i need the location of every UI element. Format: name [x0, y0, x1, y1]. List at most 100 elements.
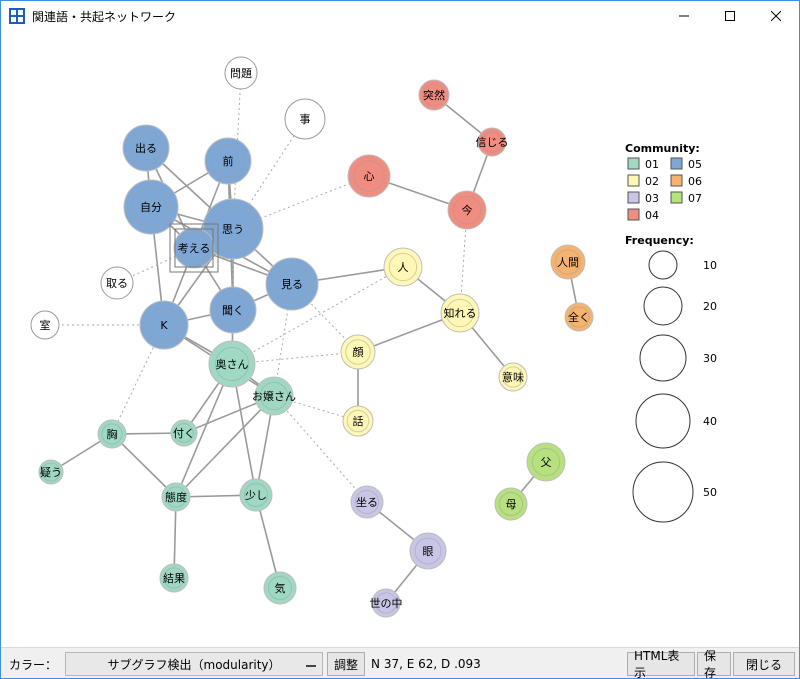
- node-sukoshi[interactable]: 少し: [239, 478, 273, 512]
- network-stats: N 37, E 62, D .093: [371, 657, 481, 671]
- node-label: 人: [398, 261, 409, 274]
- svg-text:50: 50: [703, 486, 717, 499]
- edge-okusan-taido: [175, 363, 233, 498]
- node-kao[interactable]: 顔: [340, 334, 376, 370]
- network-canvas: 問題事取る室 出る前自分思う考える見る聞く K 奥さんお嬢さん胸 付く疑う態度 少し結果気…: [1, 31, 799, 647]
- node-suwaru[interactable]: 坐る: [350, 485, 384, 519]
- node-label: 疑う: [40, 466, 62, 479]
- title-bar: 関連語・共起ネットワーク: [1, 1, 799, 31]
- node-label: 問題: [230, 67, 252, 80]
- adjust-button[interactable]: 調整: [327, 652, 366, 676]
- node-hanashi[interactable]: 話: [342, 405, 374, 437]
- svg-text:06: 06: [688, 175, 702, 188]
- node-kangaeru[interactable]: 考える: [169, 223, 219, 273]
- node-taido[interactable]: 態度: [161, 482, 191, 512]
- node-chichi[interactable]: 父: [526, 442, 566, 482]
- window-title: 関連語・共起ネットワーク: [32, 9, 177, 24]
- node-utagau[interactable]: 疑う: [38, 459, 64, 485]
- frequency-legend-item: 50: [632, 461, 717, 523]
- maximize-icon: [725, 11, 735, 21]
- node-jibun[interactable]: 自分: [123, 179, 179, 235]
- node-shireru[interactable]: 知れる: [440, 293, 480, 333]
- window-controls: [661, 1, 799, 31]
- frequency-legend-item: 10: [648, 250, 717, 280]
- maximize-button[interactable]: [707, 1, 753, 31]
- node-totsuzen[interactable]: 突然: [418, 79, 450, 111]
- node-label: 意味: [502, 370, 524, 384]
- svg-text:04: 04: [645, 209, 659, 222]
- community-legend-item-07: 07: [670, 191, 702, 205]
- node-mune[interactable]: 胸: [97, 419, 127, 449]
- node-label: 思う: [222, 223, 244, 236]
- node-kiku[interactable]: 聞く: [209, 286, 257, 334]
- node-me[interactable]: 眼: [409, 532, 447, 570]
- node-mondai[interactable]: 問題: [224, 56, 258, 90]
- node-okusan[interactable]: 奥さん: [208, 340, 256, 388]
- node-label: 眼: [423, 545, 434, 558]
- svg-text:40: 40: [703, 415, 717, 428]
- edge-ojosan-taido: [175, 395, 275, 498]
- community-legend-item-04: 04: [627, 208, 659, 222]
- node-ningen[interactable]: 人間: [550, 244, 586, 280]
- node-shitsu[interactable]: 室: [30, 310, 60, 340]
- node-kekka[interactable]: 結果: [159, 563, 189, 593]
- minimize-button[interactable]: [661, 1, 707, 31]
- node-koto[interactable]: 事: [284, 98, 326, 140]
- node-label: 見る: [281, 278, 303, 291]
- node-label: 心: [364, 170, 375, 183]
- frequency-legend-item: 30: [639, 334, 717, 382]
- node-label: 室: [40, 318, 51, 332]
- node-mattaku[interactable]: 全く: [564, 302, 594, 332]
- node-label: 話: [353, 414, 364, 428]
- edge-miru-ojosan: [273, 283, 293, 397]
- node-toru[interactable]: 取る: [100, 266, 134, 300]
- node-label: 聞く: [222, 304, 244, 317]
- node-label: K: [160, 319, 168, 332]
- edge-ojosan-suwaru: [273, 395, 368, 503]
- node-label: 気: [275, 581, 286, 595]
- close-button[interactable]: 閉じる: [733, 652, 795, 676]
- node-miru[interactable]: 見る: [265, 257, 319, 311]
- node-ojosan[interactable]: お嬢さん: [252, 376, 296, 416]
- node-yononaka[interactable]: 世の中: [370, 588, 403, 618]
- svg-text:05: 05: [688, 158, 702, 171]
- svg-text:10: 10: [703, 259, 717, 272]
- node-ima[interactable]: 今: [447, 190, 487, 230]
- node-label: 母: [506, 498, 517, 511]
- node-label: 全く: [568, 310, 590, 324]
- node-deru[interactable]: 出る: [122, 124, 170, 172]
- node-label: 結果: [163, 571, 185, 585]
- node-label: 少し: [245, 489, 267, 502]
- svg-text:30: 30: [703, 352, 717, 365]
- node-label: 前: [223, 154, 234, 168]
- community-legend-item-06: 06: [670, 174, 702, 188]
- node-label: 事: [300, 113, 311, 126]
- node-label: お嬢さん: [252, 389, 296, 403]
- node-label: 坐る: [356, 496, 378, 509]
- node-haha[interactable]: 母: [494, 487, 528, 521]
- color-mode-select[interactable]: サブグラフ検出（modularity）: [65, 652, 324, 676]
- action-buttons: HTML表示 保存 閉じる: [627, 649, 795, 678]
- node-ki[interactable]: 気: [263, 571, 297, 605]
- community-legend-item-01: 01: [627, 157, 659, 171]
- node-hito[interactable]: 人: [383, 247, 423, 287]
- node-label: 世の中: [370, 597, 403, 610]
- frequency-legend-title: Frequency:: [625, 234, 694, 247]
- close-window-button[interactable]: [753, 1, 799, 31]
- minimize-icon: [679, 15, 689, 17]
- node-K[interactable]: K: [139, 300, 189, 350]
- node-tsuku[interactable]: 付く: [170, 419, 198, 447]
- save-button[interactable]: 保存: [697, 649, 731, 678]
- node-kokoro[interactable]: 心: [347, 154, 391, 198]
- node-imi[interactable]: 意味: [498, 362, 528, 392]
- html-view-button[interactable]: HTML表示: [627, 649, 695, 678]
- node-mae[interactable]: 前: [204, 137, 252, 185]
- svg-text:07: 07: [688, 192, 702, 205]
- node-label: 父: [541, 456, 552, 469]
- node-shinjiru[interactable]: 信じる: [476, 127, 509, 157]
- node-label: 突然: [423, 88, 445, 102]
- node-label: 知れる: [444, 306, 477, 320]
